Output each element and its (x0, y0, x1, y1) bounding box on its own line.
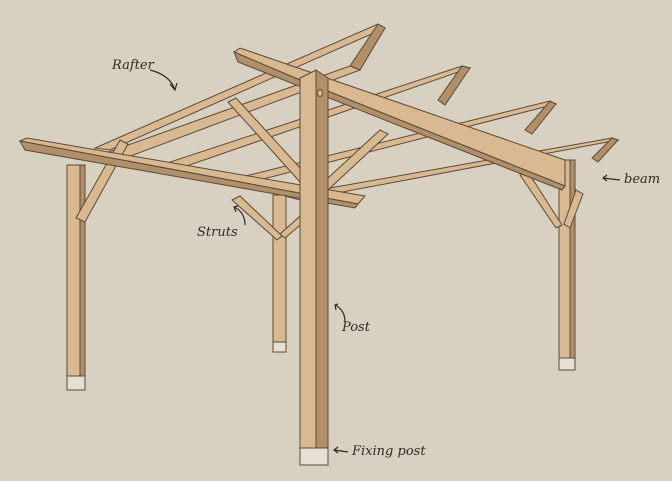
left-post (66, 164, 86, 391)
fixing-post-label: Fixing post (352, 444, 426, 459)
post-label: Post (342, 320, 370, 335)
rafter-label: Rafter (112, 58, 154, 73)
label-arrows (149, 69, 621, 454)
right-post (558, 159, 576, 371)
back-post (272, 194, 287, 353)
front-beam (18, 137, 366, 209)
struts-label: Struts (197, 225, 238, 240)
centre-post (299, 69, 329, 466)
beam-label: beam (624, 172, 661, 187)
